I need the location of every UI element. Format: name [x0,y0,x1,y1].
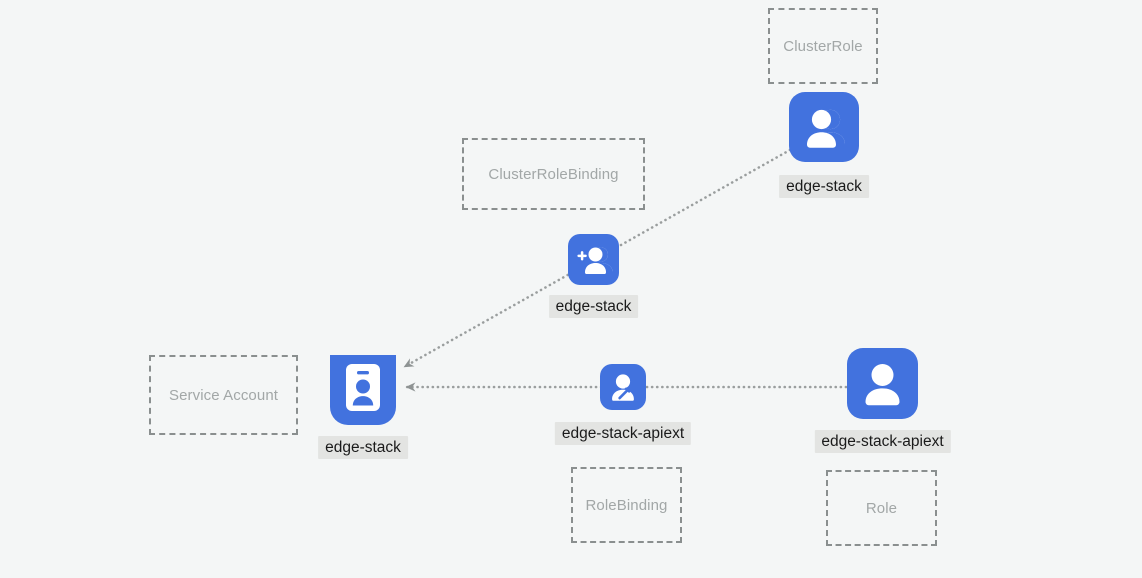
node-role[interactable]: edge-stack-apiext [814,348,951,453]
id-badge-icon[interactable] [330,355,396,425]
kind-box-clusterrole: ClusterRole [768,8,878,84]
node-label-service-account: edge-stack [318,436,408,459]
kind-label-role: Role [865,499,898,517]
kind-box-service-account: Service Account [149,355,298,435]
kind-label-clusterrole: ClusterRole [783,37,863,55]
node-label-clusterrolebinding: edge-stack [548,295,639,318]
node-label-role: edge-stack-apiext [814,430,951,453]
node-service-account[interactable]: edge-stack [318,355,408,459]
node-label-rolebinding: edge-stack-apiext [554,422,692,445]
kind-label-clusterrolebinding: ClusterRoleBinding [488,165,619,183]
node-label-clusterrole: edge-stack [779,175,869,198]
kind-box-rolebinding: RoleBinding [571,467,682,543]
person-add-icon[interactable] [568,234,619,285]
node-clusterrole[interactable]: edge-stack [779,92,869,198]
users-group-icon[interactable] [789,92,859,162]
person-icon[interactable] [847,348,918,419]
kind-box-role: Role [826,470,937,546]
node-rolebinding[interactable]: edge-stack-apiext [554,364,692,445]
kind-label-service-account: Service Account [168,386,279,404]
node-clusterrolebinding[interactable]: edge-stack [548,234,639,318]
person-edit-icon[interactable] [600,364,646,410]
kind-box-clusterrolebinding: ClusterRoleBinding [462,138,645,210]
kind-label-rolebinding: RoleBinding [585,496,668,514]
